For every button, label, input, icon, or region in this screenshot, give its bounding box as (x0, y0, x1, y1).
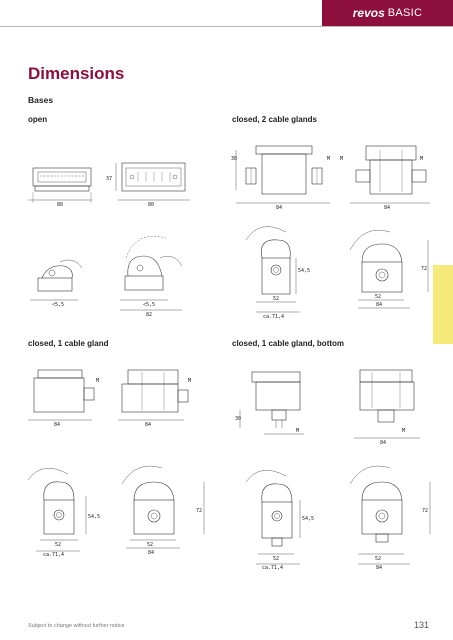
drawing-open-front-view (115, 162, 190, 201)
dim-closed2-714: ca.71,4 (263, 314, 284, 320)
dim-open-height: 37 (106, 176, 112, 182)
dim-bottom-m-a: M (296, 428, 299, 434)
dim-closed2-84-a: 84 (276, 205, 282, 211)
header-rule (0, 26, 453, 27)
dim-closed1-84-b: 84 (145, 422, 151, 428)
dim-closed2-52-b: 52 (375, 294, 381, 300)
dim-closed2-52-a: 52 (273, 296, 279, 302)
dim-closed1-52-b: 52 (147, 542, 153, 548)
footer-note: Subject to change without further notice (28, 623, 125, 629)
dim-closed2-84-c: 84 (376, 302, 382, 308)
drawing-bottom-front-view (354, 369, 420, 439)
drawing-bottom-side-view (239, 371, 304, 435)
page-number: 131 (413, 620, 429, 630)
drawing-closed1-lever-b (121, 465, 205, 549)
dim-closed2-72: 72 (421, 266, 427, 272)
dim-bottom-714: ca.71,4 (262, 565, 283, 571)
dim-open-lever-3: 82 (146, 312, 152, 318)
page-title: Dimensions (28, 64, 125, 83)
brand-suffix: BASIC (387, 7, 423, 19)
drawing-closed2-side-view (235, 145, 330, 204)
dim-bottom-52-b: 52 (375, 556, 381, 562)
dim-closed1-545: 54,5 (88, 514, 100, 520)
dims-open-front: 80 37 (106, 176, 154, 208)
dims-closed1-front: 84 M (145, 378, 191, 428)
dim-closed1-m-a: M (96, 378, 99, 384)
dim-bottom-72: 72 (422, 508, 428, 514)
drawing-bottom-lever-b (349, 465, 431, 565)
drawing-closed1-front-view (118, 369, 189, 421)
drawing-closed2-lever-a (245, 226, 300, 313)
dim-bottom-30: 30 (235, 416, 241, 422)
dims-bottom-side: 30 M (235, 416, 299, 434)
dim-closed2-m-a: M (327, 156, 330, 162)
dim-closed2-545: 54,5 (298, 268, 310, 274)
dim-closed1-84-a: 84 (54, 422, 60, 428)
drawing-closed1-lever-a (27, 468, 87, 552)
dim-closed1-52-a: 52 (55, 542, 61, 548)
dims-closed2-front: 84 M M (340, 156, 423, 211)
dims-open-side: 80 (57, 202, 63, 208)
dim-open-width-2: 80 (148, 202, 154, 208)
dim-bottom-52-a: 52 (273, 556, 279, 562)
dims-closed2-lever-a: 52 ca.71,4 54,5 (263, 268, 310, 320)
dim-open-width-1: 80 (57, 202, 63, 208)
dims-closed1-lever-a: 52 ca.71,4 54,5 (43, 514, 100, 558)
dim-open-lever-2: <5,5 (143, 302, 155, 308)
dim-closed1-84-c: 84 (148, 550, 154, 556)
dims-closed2-lever-b: 52 84 72 (375, 266, 427, 308)
caption-open: open (28, 115, 48, 124)
dim-closed1-714: ca.71,4 (43, 552, 64, 558)
dims-open-lever-closed: <5,5 (52, 302, 64, 308)
dims-bottom-lever-b: 52 84 72 (375, 508, 428, 571)
caption-closed-2-glands: closed, 2 cable glands (232, 115, 317, 124)
dims-closed1-side: 84 M (54, 378, 99, 428)
dim-bottom-84-b: 84 (376, 565, 382, 571)
dims-closed2-side: 84 30 M (231, 156, 330, 211)
dim-bottom-545: 54,5 (302, 516, 314, 522)
dim-closed2-m-b: M (340, 156, 343, 162)
drawing-open-lever-closed (30, 259, 83, 301)
dims-closed1-lever-b: 52 84 72 (147, 508, 202, 556)
dim-open-lever-1: <5,5 (52, 302, 64, 308)
dims-open-lever-open: <5,5 82 (143, 302, 155, 318)
drawing-bottom-lever-a (245, 470, 301, 565)
dim-closed2-84-b: 84 (384, 205, 390, 211)
dim-bottom-84-a: 84 (380, 440, 386, 446)
drawing-closed2-lever-b (349, 229, 429, 309)
brand-name: revos (352, 6, 385, 20)
drawing-closed2-front-view (350, 145, 430, 204)
section-subtitle: Bases (28, 95, 54, 105)
dim-closed2-30: 30 (231, 156, 237, 162)
dim-closed2-m-c: M (420, 156, 423, 162)
dims-bottom-lever-a: 52 ca.71,4 54,5 (262, 516, 314, 571)
dims-bottom-front: 84 M (380, 428, 405, 446)
drawing-closed1-side-view (28, 369, 95, 421)
drawing-open-lever-open (120, 236, 183, 311)
dim-closed1-72: 72 (196, 508, 202, 514)
caption-closed-1-gland: closed, 1 cable gland (28, 339, 109, 348)
dim-closed1-m-b: M (188, 378, 191, 384)
caption-closed-1-gland-bottom: closed, 1 cable gland, bottom (232, 339, 345, 348)
drawing-open-side-view (28, 167, 92, 203)
section-tab-marker (433, 265, 453, 344)
dim-bottom-m-b: M (402, 428, 405, 434)
brand-badge: revos BASIC (322, 0, 453, 26)
